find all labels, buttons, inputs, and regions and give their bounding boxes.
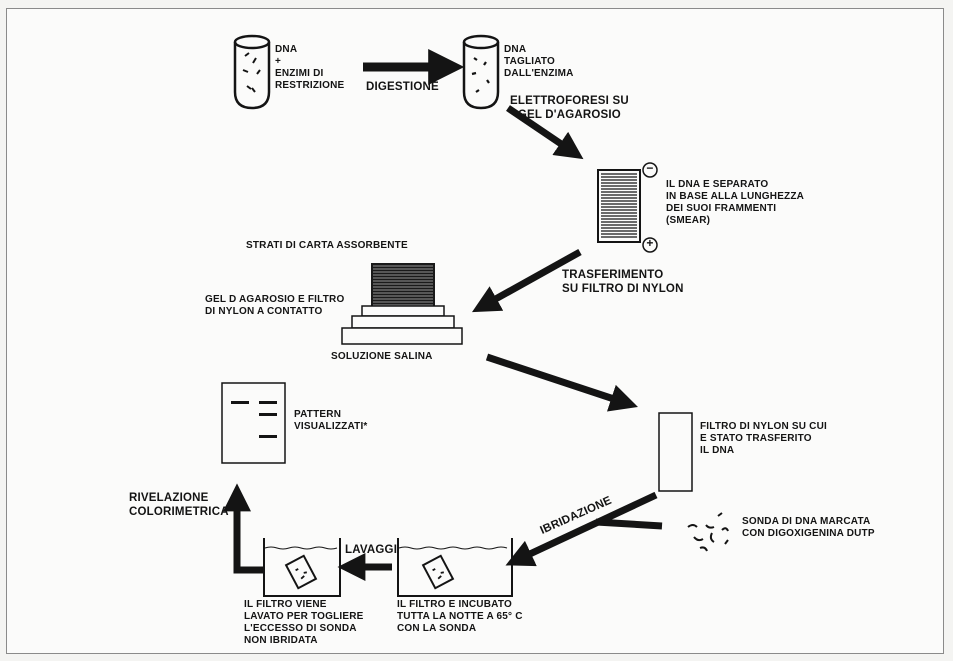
arrow-to-filter [485, 353, 638, 412]
blot-apparatus [341, 263, 463, 345]
tube-dna-enzymes-label: DNA + ENZIMI DI RESTRIZIONE [275, 44, 345, 91]
step-rivelazione-label: RIVELAZIONE COLORIMETRICA [129, 492, 229, 518]
step-lavaggi-label: LAVAGGI [345, 544, 398, 556]
plus-sign: + [646, 236, 654, 250]
step-digestione-label: DIGESTIONE [366, 81, 439, 93]
probe-join-line [595, 518, 663, 530]
step-elettroforesi-label: ELETTROFORESI SU GEL D'AGAROSIO [510, 95, 629, 121]
tube-dna-enzymes [233, 34, 271, 110]
pattern-description: PATTERN VISUALIZZATI* [294, 409, 368, 432]
agarose-gel [597, 169, 641, 243]
nylon-filter [658, 412, 693, 492]
tube-dna-cut [462, 34, 500, 110]
plus-electrode-icon [642, 237, 658, 253]
incubation-description: IL FILTRO E INCUBATO TUTTA LA NOTTE A 65… [397, 599, 523, 634]
incubation-tray [397, 538, 513, 597]
wash-tray [263, 538, 341, 597]
minus-sign: − [646, 161, 654, 175]
figure-frame [6, 8, 944, 654]
contact-label: GEL D AGAROSIO E FILTRO DI NYLON A CONTA… [205, 294, 345, 317]
step-trasferimento-label: TRASFERIMENTO SU FILTRO DI NYLON [562, 269, 684, 295]
probe-icon [687, 512, 729, 552]
filter-description: FILTRO DI NYLON SU CUI E STATO TRASFERIT… [700, 421, 827, 456]
paper-layers-label: STRATI DI CARTA ASSORBENTE [246, 240, 408, 251]
arrow-rivelazione [223, 483, 264, 574]
arrow-ibridazione [505, 491, 658, 567]
gel-description: IL DNA E SEPARATO IN BASE ALLA LUNGHEZZA… [666, 179, 805, 226]
probe-description: SONDA DI DNA MARCATA CON DIGOXIGENINA dU… [742, 516, 875, 539]
arrow-trasferimento [471, 248, 582, 313]
pattern-membrane [221, 382, 286, 464]
arrow-elettroforesi [506, 105, 584, 160]
minus-electrode-icon [642, 162, 658, 178]
wash-description: IL FILTRO VIENE LAVATO PER TOGLIERE L'EC… [244, 599, 364, 646]
tube-dna-cut-label: DNA TAGLIATO DALL'ENZIMA [504, 44, 574, 79]
saline-label: SOLUZIONE SALINA [331, 351, 433, 362]
